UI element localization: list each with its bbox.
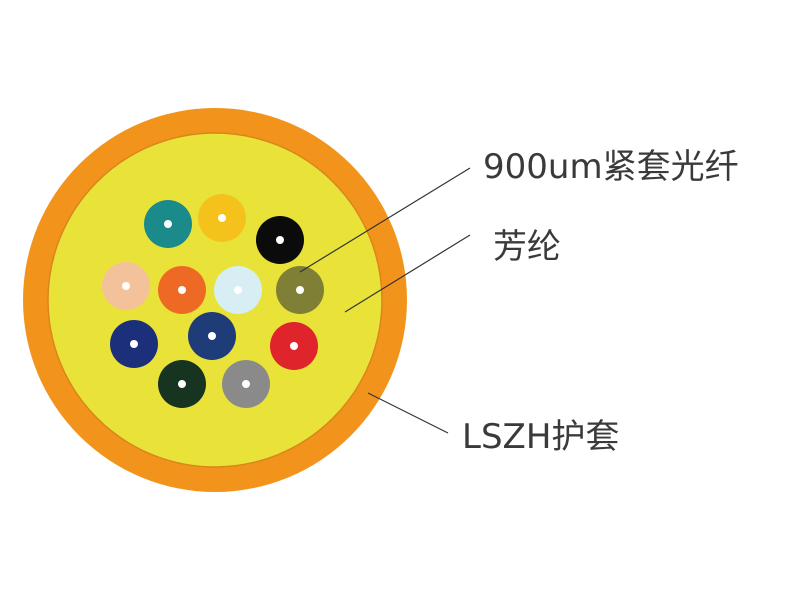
fiber-core bbox=[178, 286, 186, 294]
fiber-core bbox=[208, 332, 216, 340]
fiber-core bbox=[242, 380, 250, 388]
tight-buffer-fibers bbox=[102, 194, 324, 408]
aramid-yarn-filler bbox=[47, 132, 383, 468]
fiber-core bbox=[178, 380, 186, 388]
fiber-core bbox=[122, 282, 130, 290]
leader-line-jacket bbox=[367, 392, 449, 434]
fiber-core bbox=[218, 214, 226, 222]
fiber-core bbox=[130, 340, 138, 348]
leader-line-aramid bbox=[344, 234, 471, 313]
label-aramid: 芳纶 bbox=[493, 227, 561, 267]
fiber-core bbox=[290, 342, 298, 350]
fiber-core bbox=[276, 236, 284, 244]
fiber-core bbox=[296, 286, 304, 294]
label-jacket: LSZH护套 bbox=[462, 417, 619, 457]
label-tight-buffer-fiber: 900um紧套光纤 bbox=[483, 147, 739, 187]
fiber-core bbox=[234, 286, 242, 294]
fiber-core bbox=[164, 220, 172, 228]
leader-line-fiber bbox=[299, 167, 471, 273]
